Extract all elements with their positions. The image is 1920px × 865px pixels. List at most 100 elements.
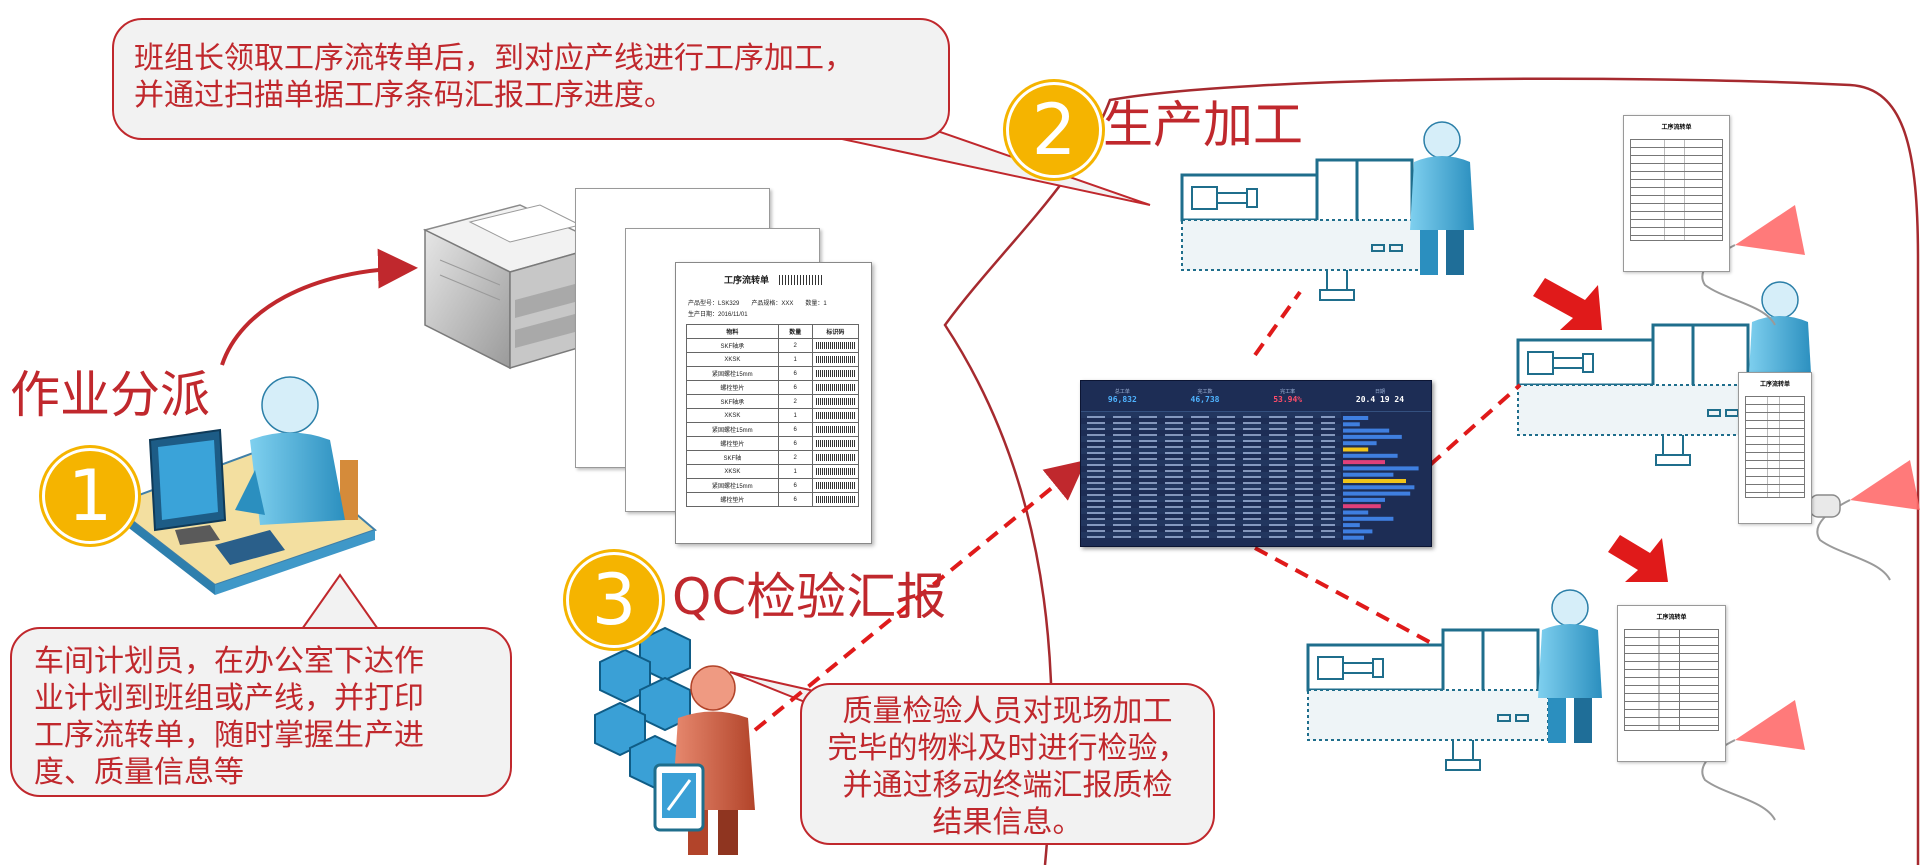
callout-planner: 车间计划员，在办公室下达作 业计划到班组或产线，并打印 工序流转单，随时掌握生产… bbox=[10, 627, 512, 797]
mini-form-grid bbox=[1624, 629, 1719, 731]
form-header-cell: 标识码 bbox=[811, 324, 860, 339]
dashboard-kpi-value: 46,738 bbox=[1190, 395, 1220, 404]
dashboard-bar bbox=[1343, 441, 1377, 446]
qc-inspector bbox=[594, 626, 755, 855]
mini-form-title: 工序流转单 bbox=[1759, 382, 1790, 388]
dashboard-kpi-value: 20.4 19 24 bbox=[1355, 395, 1405, 404]
form-cell-quantity: 6 bbox=[777, 478, 813, 493]
form-cell-barcode bbox=[811, 436, 860, 451]
dashboard-bar bbox=[1343, 516, 1394, 521]
dashboard-bar bbox=[1343, 510, 1369, 515]
form-cell-material: SKF轴 bbox=[686, 450, 779, 465]
callout-production-line-2: 并通过扫描单据工序条码汇报工序进度。 bbox=[134, 78, 674, 113]
machine-mid bbox=[1516, 323, 1760, 467]
dashboard-bar bbox=[1343, 485, 1415, 490]
form-cell-quantity: 2 bbox=[777, 450, 813, 465]
form-cell-barcode bbox=[811, 422, 860, 437]
link-dashboard-machine-mid bbox=[1428, 383, 1522, 467]
form-cell-material: SKF轴承 bbox=[686, 338, 779, 353]
form-cell-barcode bbox=[811, 394, 860, 409]
form-header-cell: 数量 bbox=[777, 324, 813, 339]
barcode-icon bbox=[815, 398, 855, 405]
dashboard-bar-chart bbox=[1343, 416, 1419, 540]
form-cell-quantity: 6 bbox=[777, 366, 813, 381]
dispatch-arrow bbox=[220, 248, 418, 366]
form-cell-material: XKSK bbox=[686, 352, 779, 367]
dashboard-kpi-label: 完工数 bbox=[1197, 389, 1213, 395]
dashboard-bar bbox=[1343, 447, 1369, 452]
form-cell-material: SKF轴承 bbox=[686, 394, 779, 409]
barcode-icon bbox=[815, 440, 855, 447]
mini-form-grid bbox=[1630, 139, 1723, 241]
barcode-icon bbox=[815, 468, 855, 475]
dashboard-bar bbox=[1343, 428, 1390, 433]
form-cell-quantity: 6 bbox=[777, 422, 813, 437]
dashboard-bar bbox=[1343, 497, 1385, 502]
station-form-bottom: 工序流转单 bbox=[1617, 605, 1726, 762]
station-form-top: 工序流转单 bbox=[1623, 115, 1730, 272]
form-cell-barcode bbox=[811, 478, 860, 493]
form-cell-barcode bbox=[811, 492, 860, 507]
dashboard-bar bbox=[1343, 535, 1364, 540]
dashboard-kpi-value: 96,832 bbox=[1107, 395, 1137, 404]
link-dashboard-machine-top bbox=[1253, 290, 1302, 357]
mini-form-title: 工序流转单 bbox=[1661, 125, 1692, 131]
callout-planner-line-2: 业计划到班组或产线，并打印 bbox=[34, 681, 424, 716]
form-cell-quantity: 6 bbox=[777, 492, 813, 507]
flow-arrow-2 bbox=[1608, 535, 1668, 582]
form-cell-quantity: 1 bbox=[777, 464, 813, 479]
machine-bottom bbox=[1306, 628, 1550, 772]
form-production-date: 生产日期：2016/11/01 bbox=[688, 312, 748, 318]
dashboard-bar bbox=[1343, 523, 1360, 528]
form-cell-material: 紧固螺栓15mm bbox=[686, 478, 779, 493]
step-1-title: 作业分派 bbox=[10, 366, 210, 424]
form-cell-quantity: 2 bbox=[777, 394, 813, 409]
form-cell-material: 螺栓垫片 bbox=[686, 380, 779, 395]
dashboard-kpi-value: 53.94% bbox=[1273, 395, 1303, 404]
barcode-icon bbox=[815, 384, 855, 391]
dashboard-bar bbox=[1343, 529, 1373, 534]
callout-planner-line-1: 车间计划员，在办公室下达作 bbox=[34, 644, 424, 679]
mini-form-title: 工序流转单 bbox=[1656, 615, 1687, 621]
form-cell-barcode bbox=[811, 380, 860, 395]
dashboard-bar bbox=[1343, 460, 1385, 465]
dashboard-bar bbox=[1343, 453, 1398, 458]
form-cell-barcode bbox=[811, 366, 860, 381]
form-product-model: 产品型号：LSK329 bbox=[688, 301, 740, 307]
dashboard-bar bbox=[1343, 416, 1369, 420]
step-3-title: QC检验汇报 bbox=[672, 568, 947, 626]
form-cell-barcode bbox=[811, 464, 860, 479]
step-1-badge: 1 bbox=[42, 448, 138, 544]
form-cell-material: 紧固螺栓15mm bbox=[686, 422, 779, 437]
barcode-icon bbox=[815, 370, 855, 377]
form-cell-barcode bbox=[811, 352, 860, 367]
form-product-spec: 产品规格：XXX bbox=[751, 301, 794, 307]
form-cell-quantity: 6 bbox=[777, 436, 813, 451]
form-cell-barcode bbox=[811, 408, 860, 423]
form-title: 工序流转单 bbox=[723, 275, 769, 285]
callout-planner-line-4: 度、质量信息等 bbox=[34, 755, 244, 790]
dashboard-bar bbox=[1343, 491, 1411, 496]
barcode-icon bbox=[815, 482, 855, 489]
callout-production: 班组长领取工序流转单后，到对应产线进行工序加工， 并通过扫描单据工序条码汇报工序… bbox=[112, 18, 950, 140]
barcode-icon bbox=[815, 356, 855, 363]
form-quantity: 数量：1 bbox=[805, 301, 827, 307]
flow-arrow-1 bbox=[1533, 278, 1602, 330]
link-dashboard-machine-bottom bbox=[1254, 546, 1436, 647]
barcode-icon bbox=[815, 496, 855, 503]
form-cell-material: 紧固螺栓15mm bbox=[686, 366, 779, 381]
dashboard-bar bbox=[1343, 479, 1406, 483]
